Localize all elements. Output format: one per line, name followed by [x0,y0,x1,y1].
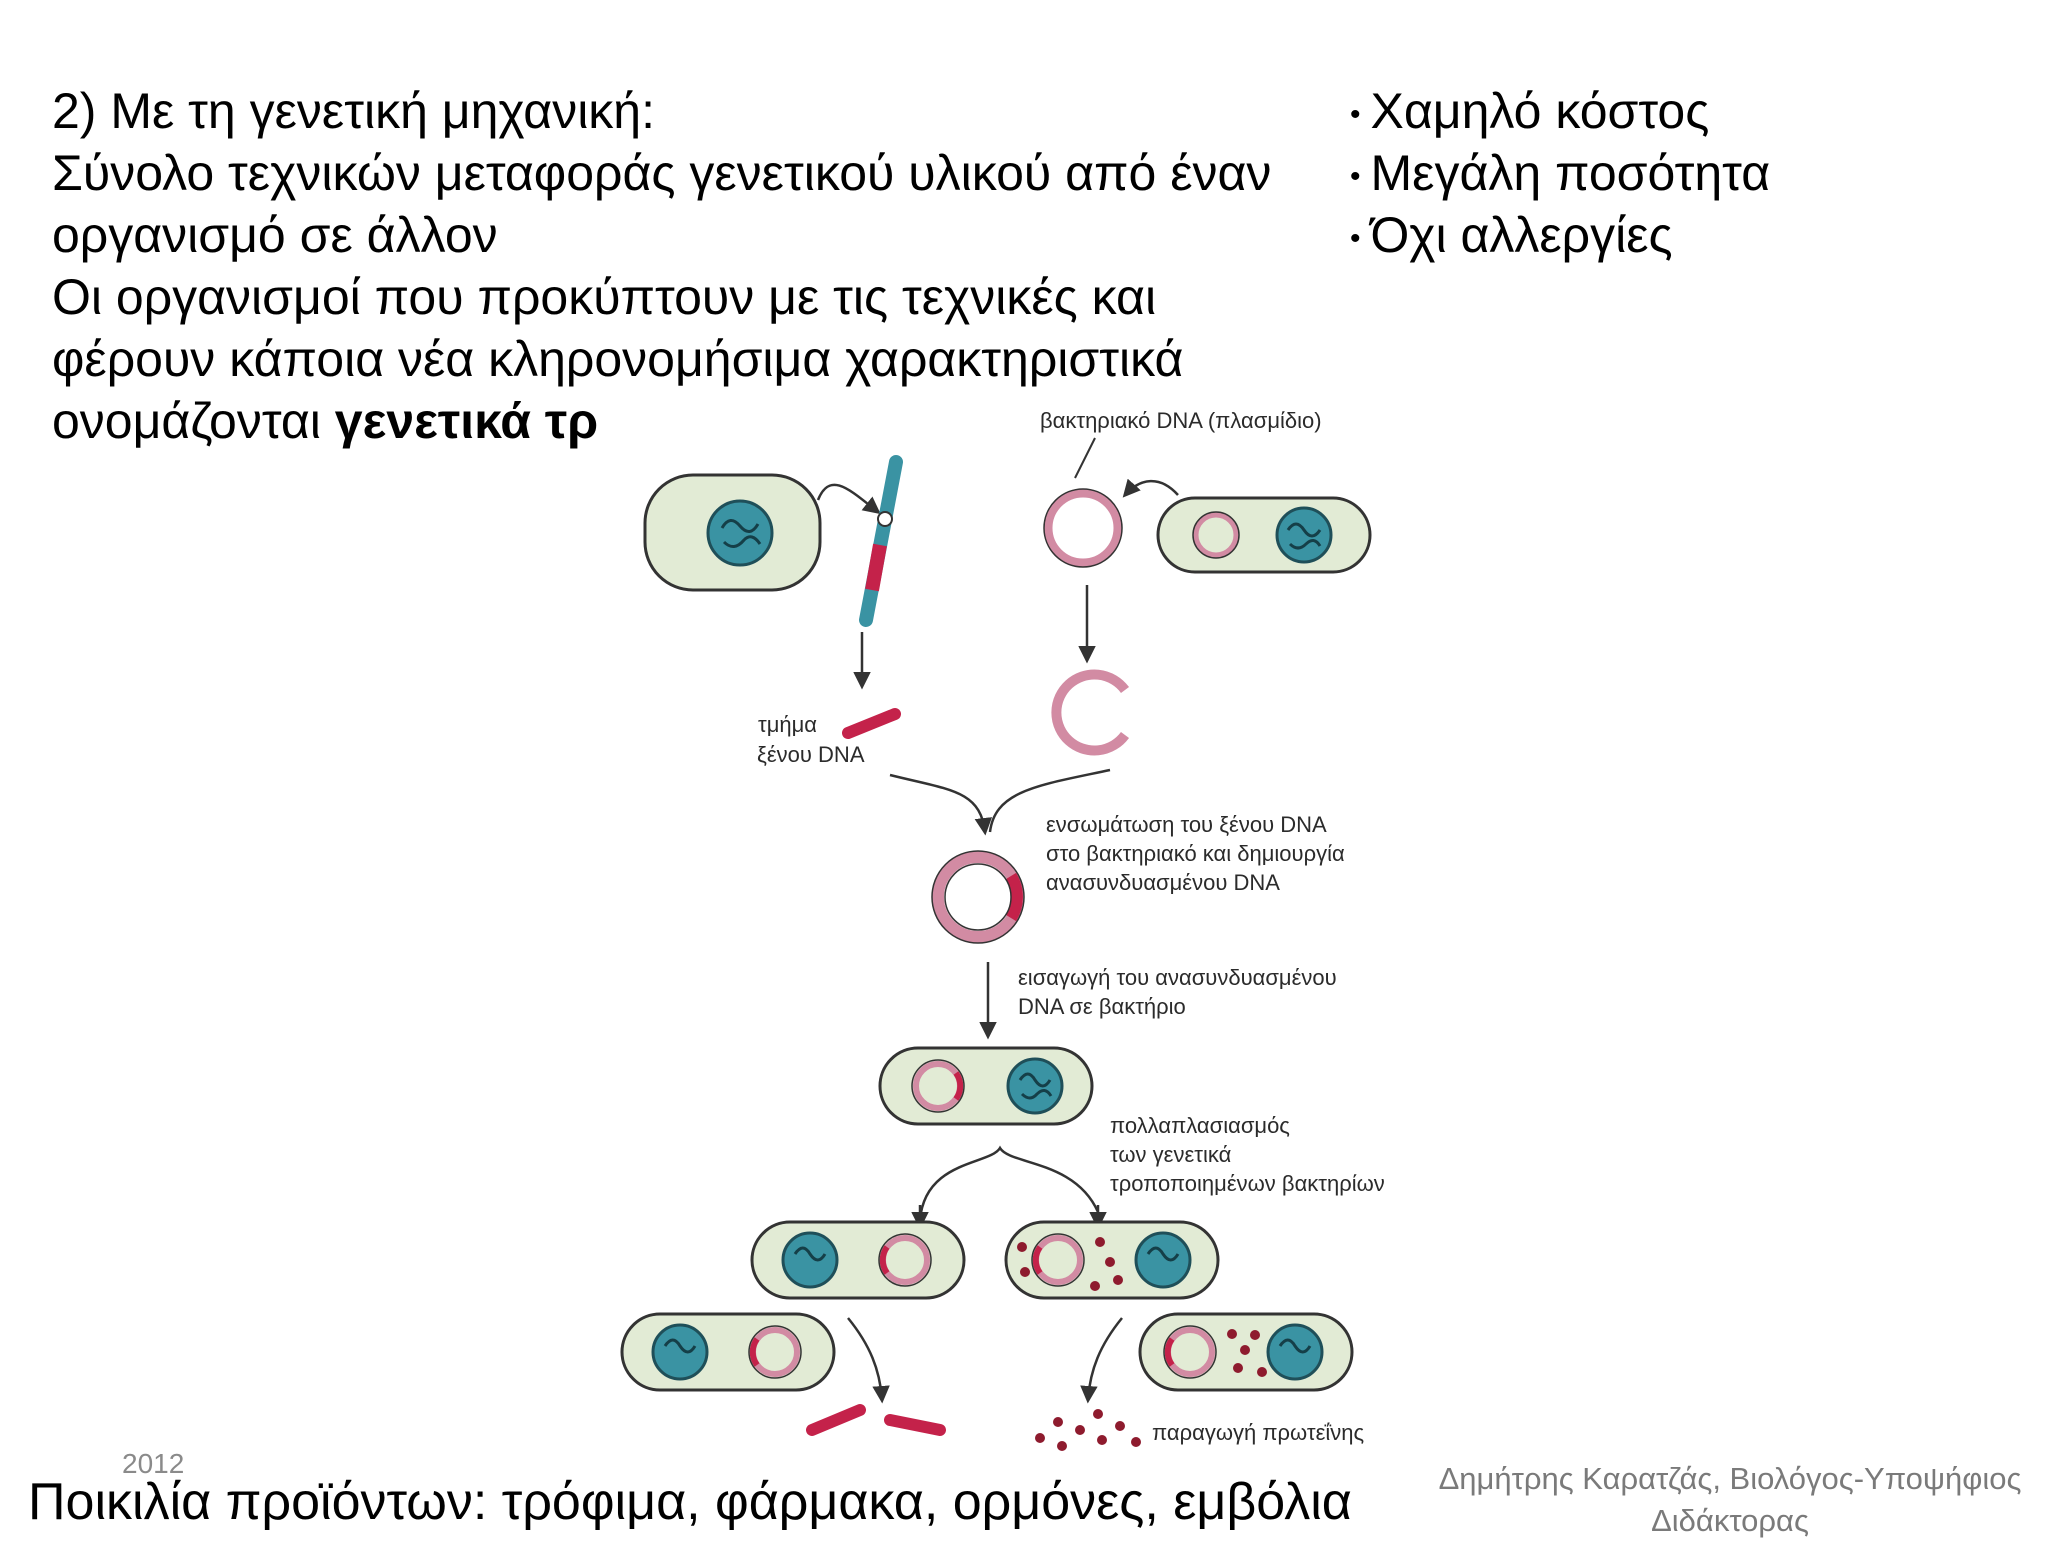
label-integration-1: ενσωμάτωση του ξένου DNA [1046,812,1327,837]
advantage-item: • Χαμηλό κόστος [1350,80,1770,142]
plasmid-free [1043,488,1123,568]
arrow-left-output [847,1317,890,1404]
recombinant-plasmid [931,850,1025,944]
arrow-merge-right [988,768,1111,833]
intro-line-definition-cont: οργανισμό σε άλλον [52,207,498,263]
advantage-label: Χαμηλό κόστος [1370,83,1710,139]
bacterium-source [1156,496,1372,574]
advantage-item: • Μεγάλη ποσότητα [1350,142,1770,204]
label-protein: παραγωγή πρωτεΐνης [1152,1420,1364,1445]
transformed-bacterium [878,1046,1094,1126]
arrow-cell-to-plasmid [1122,478,1179,498]
label-fragment-1: τμήμα [758,712,817,737]
leader-line-plasmid [1074,437,1096,479]
bullet-dot-icon: • [1350,98,1361,131]
output-dna-fragment [884,1414,946,1436]
label-fragment-2: ξένου DNA [757,742,865,767]
bullet-dot-icon: • [1350,222,1361,255]
intro-term-prefix: ονομάζονται [52,393,335,449]
plasmid-free-outline [1043,488,1123,568]
arrow-merge-left [889,773,993,836]
slide-year: 2012 [122,1448,185,1479]
intro-line-term: ονομάζονται γενετικά τρ [52,390,1312,452]
label-multiplication-3: τροποποιημένων βακτηρίων [1110,1171,1385,1196]
protein-dots [1035,1409,1141,1451]
label-plasmid: βακτηριακό DNA (πλασμίδιο) [1040,408,1322,433]
label-multiplication-1: πολλαπλασιασμός [1110,1113,1290,1138]
products-text: Ποικιλία προϊόντων: τρόφιμα, φάρμακα, ορ… [28,1473,1352,1531]
intro-line-definition: Σύνολο τεχνικών μεταφοράς γενετικού υλικ… [52,145,1272,201]
plasmid-cut [1051,669,1130,756]
author-credit: Δημήτρης Καρατζάς, Βιολόγος-Υποψήφιος Δι… [1410,1458,2048,1542]
intro-line-heading: 2) Με τη γενετική μηχανική: [52,83,656,139]
chromosome [859,455,903,627]
advantage-item: • Όχι αλλεργίες [1350,204,1770,266]
donor-cell [643,473,822,592]
author-line-2: Διδάκτορας [1651,1503,1809,1538]
label-multiplication-2: των γενετικά [1110,1142,1232,1167]
bacterium-left-bottom [620,1312,836,1392]
label-integration-2: στο βακτηριακό και δημιουργία [1046,841,1345,866]
foreign-dna-fragment [842,708,901,739]
advantage-label: Όχι αλλεργίες [1370,207,1673,263]
bacterium-left-mid [750,1220,966,1300]
label-insertion-1: εισαγωγή του ανασυνδυασμένου [1018,965,1337,990]
arrow-donor-to-chromosome [816,483,881,515]
intro-line-traits: φέρουν κάποια νέα κληρονομήσιμα χαρακτηρ… [52,331,1184,387]
bacterium-right-bottom [1138,1312,1354,1392]
intro-text: 2) Με τη γενετική μηχανική: Σύνολο τεχνι… [52,80,1312,452]
bacterium-right-mid [1004,1220,1220,1300]
branch-brace [918,1145,1100,1221]
label-integration-3: ανασυνδυασμένου DNA [1046,870,1280,895]
intro-line-organisms: Οι οργανισμοί που προκύπτουν με τις τεχν… [52,269,1157,325]
label-insertion-2: DNA σε βακτήριο [1018,994,1186,1019]
genetic-engineering-diagram: τμήμα ξένου DNA βακτηριακό DNA (πλασμίδι… [620,408,1385,1451]
intro-term-bold: γενετικά τρ [334,393,599,449]
output-dna-fragment [806,1404,866,1436]
advantage-label: Μεγάλη ποσότητα [1370,145,1771,201]
arrow-right-output [1080,1317,1123,1404]
advantages-list: • Χαμηλό κόστος • Μεγάλη ποσότητα • Όχι αλλ… [1350,80,1770,266]
author-line-1: Δημήτρης Καρατζάς, Βιολόγος-Υποψήφιος [1438,1461,2022,1496]
bullet-dot-icon: • [1350,160,1361,193]
